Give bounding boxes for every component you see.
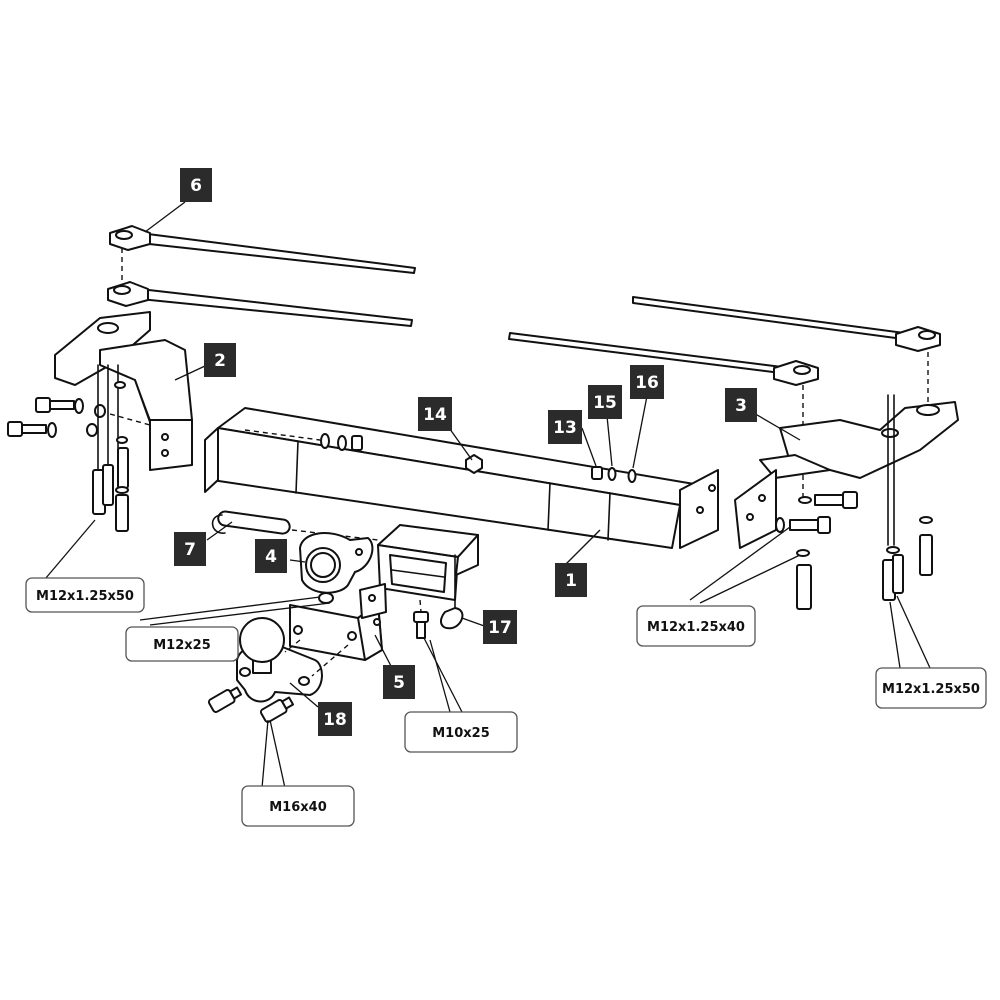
svg-text:14: 14 <box>423 405 447 425</box>
washer <box>113 285 131 295</box>
left-strap-plates <box>107 225 151 307</box>
bolt-head <box>413 611 429 623</box>
washer <box>793 365 811 375</box>
vertical-bolt <box>919 534 933 576</box>
svg-text:16: 16 <box>635 373 659 393</box>
svg-text:1: 1 <box>565 571 577 591</box>
strap-rod-lower-left <box>139 288 413 327</box>
left-bolts <box>7 364 151 532</box>
left-side-bracket <box>54 311 193 471</box>
svg-text:5: 5 <box>393 673 405 693</box>
small-hardware <box>244 429 637 483</box>
callout-14: 14 <box>418 397 452 431</box>
safety-ring <box>439 607 464 630</box>
vertical-bolt <box>796 564 812 610</box>
svg-text:M16x40: M16x40 <box>269 800 327 815</box>
strap-plate-lower <box>107 281 149 307</box>
strap-rods <box>139 232 913 375</box>
callout-16: 16 <box>630 365 664 399</box>
svg-text:4: 4 <box>265 547 277 567</box>
main-cross-beam <box>204 407 719 549</box>
callout-13: 13 <box>548 410 582 444</box>
svg-text:3: 3 <box>735 396 747 416</box>
ball-bolts <box>207 686 295 723</box>
spec-ball-bolt: M16x40 <box>241 785 355 827</box>
svg-text:M12x1.25x50: M12x1.25x50 <box>36 589 134 604</box>
spec-pin-bolt: M12x25 <box>125 626 239 662</box>
bolt-shank <box>416 621 426 639</box>
bracket-side-plate <box>149 419 193 471</box>
svg-text:6: 6 <box>190 176 202 196</box>
spec-right-mid-bolt: M12x1.25x40 <box>636 605 756 647</box>
svg-text:17: 17 <box>488 618 512 638</box>
callout-7: 7 <box>174 532 206 566</box>
tow-ball-plate <box>289 583 387 661</box>
right-side-bracket <box>734 401 959 549</box>
svg-text:7: 7 <box>184 540 196 560</box>
callout-1: 1 <box>555 563 587 597</box>
bracket-right-side-plate <box>734 469 777 549</box>
beam-left-end-plate <box>204 427 219 493</box>
mounting-plate-with-hole <box>299 532 374 604</box>
svg-text:M12x25: M12x25 <box>153 638 211 653</box>
svg-text:M10x25: M10x25 <box>432 726 490 741</box>
callout-3: 3 <box>725 388 757 422</box>
svg-text:M12x1.25x40: M12x1.25x40 <box>647 620 745 635</box>
washer <box>115 230 133 240</box>
nut-13 <box>591 466 603 480</box>
svg-text:13: 13 <box>553 418 577 438</box>
vertical-bolt <box>102 464 114 506</box>
callout-6: 6 <box>180 168 212 202</box>
callout-15: 15 <box>588 385 622 419</box>
vertical-bolt <box>115 494 129 532</box>
right-bolts <box>775 394 933 610</box>
hitch-pin <box>211 510 379 541</box>
callout-2: 2 <box>204 343 236 377</box>
svg-text:18: 18 <box>323 710 347 730</box>
spec-right-far-bolt: M12x1.25x50 <box>875 667 987 709</box>
nut-14 <box>465 454 483 474</box>
hitch-receiver <box>377 524 479 613</box>
callout-17: 17 <box>483 610 517 644</box>
strap-rod-upper-left <box>139 232 416 274</box>
svg-text:M12x1.25x50: M12x1.25x50 <box>882 682 980 697</box>
svg-text:2: 2 <box>214 351 226 371</box>
receiver-side <box>455 534 479 576</box>
spec-drop-bolt: M10x25 <box>404 711 518 753</box>
callout-4: 4 <box>255 539 287 573</box>
strap-plate-far-right <box>895 326 941 352</box>
callout-18: 18 <box>318 702 352 736</box>
strap-rod-far-right <box>632 296 913 341</box>
spec-left-bolt: M12x1.25x50 <box>25 577 145 613</box>
right-strap-plates <box>773 326 941 500</box>
svg-text:15: 15 <box>593 393 617 413</box>
bracket-right-fold <box>759 454 831 479</box>
washer-16 <box>627 469 637 483</box>
vertical-bolt <box>117 447 129 489</box>
tow-ball-assembly <box>236 617 349 703</box>
callout-5: 5 <box>383 665 415 699</box>
washer <box>918 330 936 340</box>
washer-15 <box>607 467 617 481</box>
vertical-bolt <box>892 554 904 594</box>
safety-fixings <box>413 554 464 639</box>
